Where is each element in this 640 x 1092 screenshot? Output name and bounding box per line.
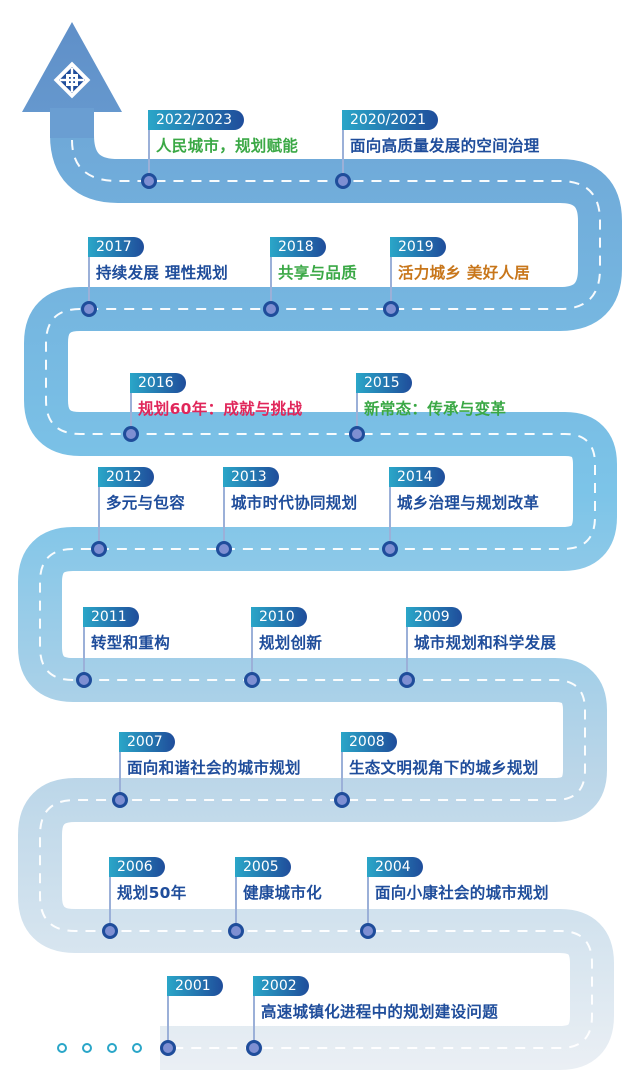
milestone-year-tag: 2019 xyxy=(390,237,446,257)
milestone-dot xyxy=(349,426,365,442)
milestone-year-tag: 2020/2021 xyxy=(342,110,438,130)
milestone-year-tag: 2001 xyxy=(167,976,223,996)
road-center-dashes xyxy=(39,139,601,1049)
milestone-dot xyxy=(102,923,118,939)
milestone-stem xyxy=(251,615,253,680)
milestone-stem xyxy=(356,381,358,434)
milestone-title: 面向小康社会的城市规划 xyxy=(375,884,549,902)
milestone-year-tag: 2004 xyxy=(367,857,423,877)
milestone-title: 健康城市化 xyxy=(243,884,323,902)
milestone-dot xyxy=(91,541,107,557)
milestone-year-tag: 2009 xyxy=(406,607,462,627)
milestone-year-tag: 2014 xyxy=(389,467,445,487)
milestone-year-tag: 2005 xyxy=(235,857,291,877)
milestone-dot xyxy=(228,923,244,939)
milestone-stem xyxy=(88,245,90,309)
milestone-stem xyxy=(167,984,169,1048)
milestone-dot xyxy=(263,301,279,317)
milestone-year-tag: 2007 xyxy=(119,732,175,752)
milestone-year-tag: 2015 xyxy=(356,373,412,393)
milestone-dot xyxy=(112,792,128,808)
milestone-title: 人民城市，规划赋能 xyxy=(156,137,299,155)
milestone-year-tag: 2010 xyxy=(251,607,307,627)
milestone-stem xyxy=(119,740,121,800)
milestone-year-tag: 2013 xyxy=(223,467,279,487)
milestone-dot xyxy=(383,301,399,317)
milestone-title: 城乡治理与规划改革 xyxy=(397,494,540,512)
milestone-title: 转型和重构 xyxy=(91,634,171,652)
milestone-dot xyxy=(246,1040,262,1056)
milestone-stem xyxy=(148,118,150,181)
milestone-dot xyxy=(81,301,97,317)
milestone-stem xyxy=(270,245,272,309)
milestone-year-tag: 2011 xyxy=(83,607,139,627)
milestone-title: 持续发展 理性规划 xyxy=(96,264,229,282)
milestone-dot xyxy=(244,672,260,688)
trail-dot xyxy=(107,1043,117,1053)
milestone-stem xyxy=(253,984,255,1048)
milestone-year-tag: 2006 xyxy=(109,857,165,877)
trail-dot xyxy=(132,1043,142,1053)
milestone-stem xyxy=(223,475,225,549)
milestone-title: 城市规划和科学发展 xyxy=(414,634,557,652)
milestone-stem xyxy=(390,245,392,309)
milestone-stem xyxy=(341,740,343,800)
trail-dot xyxy=(57,1043,67,1053)
milestone-stem xyxy=(130,381,132,434)
milestone-dot xyxy=(123,426,139,442)
milestone-title: 规划创新 xyxy=(259,634,323,652)
milestone-title: 城市时代协同规划 xyxy=(231,494,358,512)
milestone-title: 规划50年 xyxy=(117,884,187,902)
milestone-title: 高速城镇化进程中的规划建设问题 xyxy=(261,1003,499,1021)
milestone-dot xyxy=(216,541,232,557)
milestone-year-tag: 2018 xyxy=(270,237,326,257)
milestone-year-tag: 2017 xyxy=(88,237,144,257)
milestone-title: 生态文明视角下的城乡规划 xyxy=(349,759,539,777)
milestone-title: 共享与品质 xyxy=(278,264,358,282)
milestone-title: 多元与包容 xyxy=(106,494,186,512)
milestone-year-tag: 2016 xyxy=(130,373,186,393)
milestone-stem xyxy=(83,615,85,680)
milestone-title: 活力城乡 美好人居 xyxy=(398,264,531,282)
milestone-dot xyxy=(335,173,351,189)
milestone-dot xyxy=(334,792,350,808)
milestone-stem xyxy=(98,475,100,549)
milestone-stem xyxy=(389,475,391,549)
milestone-title: 规划60年：成就与挑战 xyxy=(138,400,303,418)
milestone-stem xyxy=(367,865,369,931)
milestone-dot xyxy=(76,672,92,688)
milestone-stem xyxy=(406,615,408,680)
milestone-year-tag: 2012 xyxy=(98,467,154,487)
milestone-dot xyxy=(382,541,398,557)
milestone-year-tag: 2022/2023 xyxy=(148,110,244,130)
milestone-title: 面向高质量发展的空间治理 xyxy=(350,137,540,155)
milestone-stem xyxy=(342,118,344,181)
milestone-dot xyxy=(399,672,415,688)
milestone-title: 面向和谐社会的城市规划 xyxy=(127,759,301,777)
milestone-title: 新常态：传承与变革 xyxy=(364,400,507,418)
milestone-stem xyxy=(109,865,111,931)
milestone-year-tag: 2008 xyxy=(341,732,397,752)
milestone-stem xyxy=(235,865,237,931)
milestone-year-tag: 2002 xyxy=(253,976,309,996)
trail-dot xyxy=(82,1043,92,1053)
milestone-dot xyxy=(141,173,157,189)
milestone-dot xyxy=(360,923,376,939)
milestone-dot xyxy=(160,1040,176,1056)
